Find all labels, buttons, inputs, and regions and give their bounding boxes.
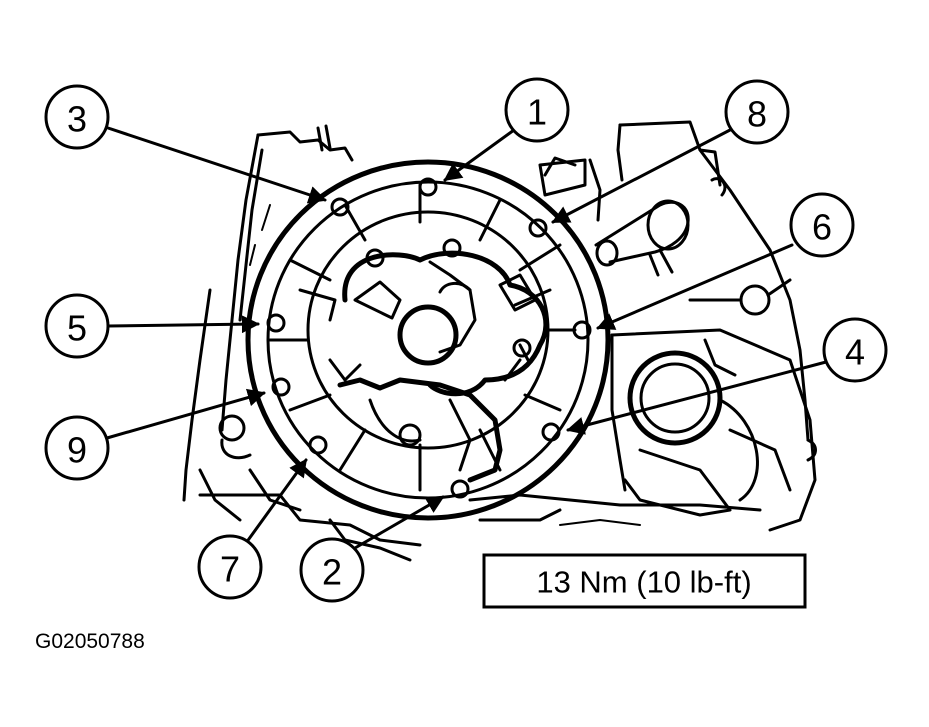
bolt-4: [541, 422, 561, 442]
leader-4: [566, 360, 828, 435]
callout-3: 3: [44, 84, 110, 150]
bolt-1: [418, 177, 438, 197]
leader-5: [106, 315, 260, 334]
callout-8-label: 8: [747, 94, 767, 135]
figure-id: G02050788: [35, 630, 145, 653]
bolt-3: [330, 197, 350, 217]
callout-4: 4: [822, 317, 888, 383]
bolt-8: [528, 218, 548, 238]
pump-bolts: [266, 177, 592, 499]
bolt-9: [271, 377, 291, 397]
leader-7: [244, 458, 308, 545]
callouts: 1 2 3 4 5 6 7 8: [44, 77, 888, 603]
callout-1: 1: [504, 77, 570, 143]
bolt-6: [572, 320, 592, 340]
callout-2-label: 2: [322, 552, 342, 593]
torque-spec-box: 13 Nm (10 lb-ft): [482, 553, 807, 609]
leader-8: [551, 128, 732, 224]
leader-6: [596, 243, 794, 330]
leader-3: [106, 126, 327, 204]
callout-7: 7: [197, 534, 263, 600]
leader-lines: [105, 126, 828, 550]
callout-9-label: 9: [67, 430, 87, 471]
callout-5-label: 5: [67, 308, 87, 349]
bolt-2: [450, 479, 470, 499]
callout-1-label: 1: [527, 92, 547, 133]
callout-8: 8: [724, 79, 790, 145]
transaxle-housing: [182, 120, 817, 562]
leader-2: [353, 495, 445, 550]
callout-7-label: 7: [220, 549, 240, 590]
oil-pump-body: [245, 159, 611, 521]
leader-9: [105, 388, 266, 440]
callout-3-label: 3: [67, 99, 87, 140]
callout-2: 2: [299, 537, 365, 603]
callout-9: 9: [44, 415, 110, 481]
leader-1: [443, 128, 516, 182]
torque-spec-text: 13 Nm (10 lb-ft): [536, 565, 751, 600]
callout-5: 5: [44, 293, 110, 359]
callout-4-label: 4: [845, 332, 865, 373]
bolt-7: [308, 435, 328, 455]
bolt-5: [266, 313, 286, 333]
callout-6: 6: [789, 192, 855, 258]
callout-6-label: 6: [812, 207, 832, 248]
